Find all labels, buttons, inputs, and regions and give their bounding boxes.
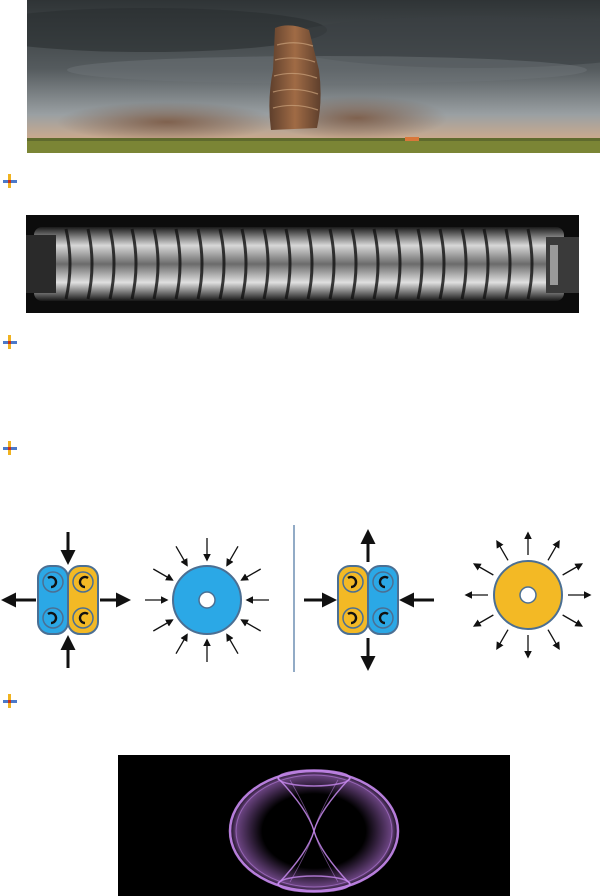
tornado-photo xyxy=(27,0,600,153)
cylinder-pair-right xyxy=(304,529,434,671)
vortex-flow-diagram xyxy=(0,520,601,680)
ring-blue-inward xyxy=(145,538,269,662)
cylinder-pair-left xyxy=(0,532,131,668)
torus-render xyxy=(118,755,510,896)
pin-bullet-icon xyxy=(3,441,17,455)
ring-yellow-outward xyxy=(464,531,592,659)
vortex-tube-photo xyxy=(26,215,579,313)
pin-bullet-icon xyxy=(3,694,17,708)
pin-bullet-icon xyxy=(3,335,17,349)
pin-bullet-icon xyxy=(3,174,17,188)
